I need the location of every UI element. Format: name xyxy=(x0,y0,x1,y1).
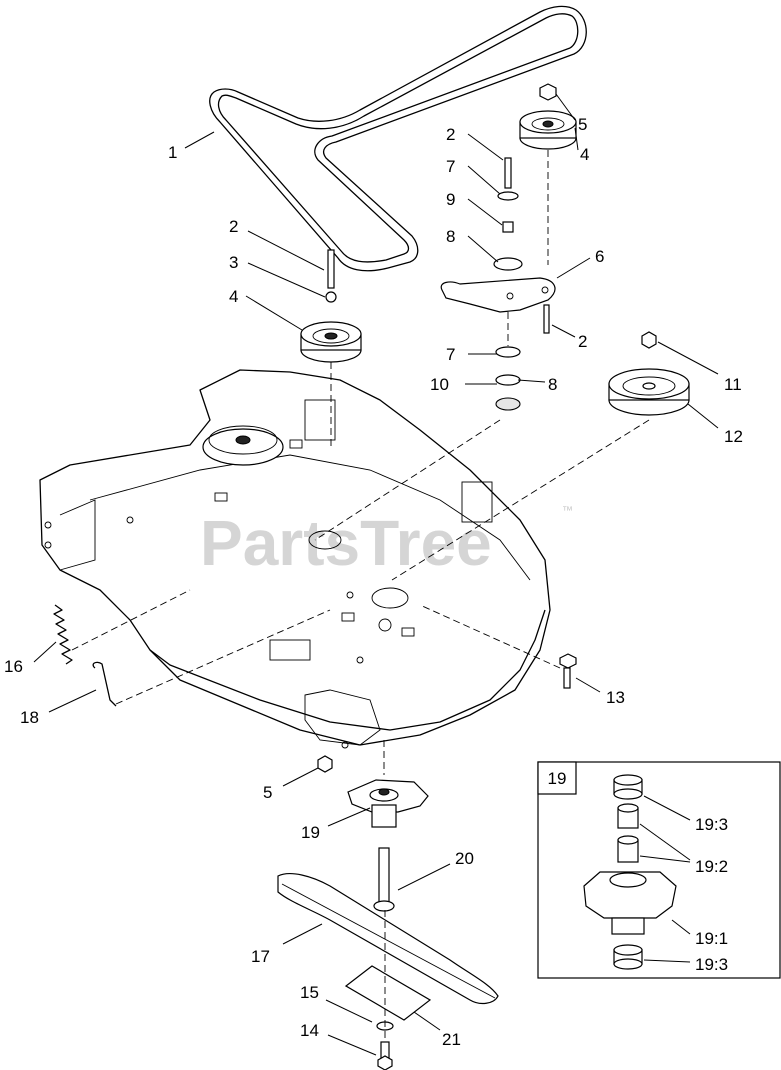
callout-2-top: 2 xyxy=(446,125,455,144)
callout-19-3-top: 19:3 xyxy=(695,815,728,834)
callout-10: 10 xyxy=(430,375,449,394)
drive-belt xyxy=(209,5,587,272)
idler-pulley-left xyxy=(300,249,362,450)
callout-5-top: 5 xyxy=(578,115,587,134)
callout-3: 3 xyxy=(229,253,238,272)
spindle-shaft xyxy=(373,847,395,912)
callout-13: 13 xyxy=(606,688,625,707)
watermark-trademark: ™ xyxy=(562,505,573,517)
watermark: PartsTree ™ xyxy=(200,505,573,579)
callout-19-3-bottom: 19:3 xyxy=(695,955,728,974)
idler-arm-assembly xyxy=(314,157,556,541)
callout-9: 9 xyxy=(446,190,455,209)
inset-label: 19 xyxy=(548,769,567,788)
mower-blade xyxy=(277,873,499,1005)
bolt-13 xyxy=(419,604,577,689)
callout-14: 14 xyxy=(300,1021,319,1040)
nut-lower xyxy=(317,755,333,773)
callout-2-right: 2 xyxy=(578,332,587,351)
inset-19: 19 xyxy=(537,761,781,979)
callout-4-right: 4 xyxy=(580,145,589,164)
callout-7-top: 7 xyxy=(446,157,455,176)
callout-15: 15 xyxy=(300,983,319,1002)
callout-17: 17 xyxy=(251,947,270,966)
watermark-text: PartsTree xyxy=(200,507,492,579)
callout-12: 12 xyxy=(724,427,743,446)
idler-pulley-right xyxy=(519,83,577,265)
spring xyxy=(53,589,191,665)
callout-20: 20 xyxy=(455,849,474,868)
spindle-assembly xyxy=(347,740,429,828)
callout-19: 19 xyxy=(301,823,320,842)
spring-hook xyxy=(92,609,331,707)
leader-lines xyxy=(33,93,719,1056)
mower-deck xyxy=(39,369,551,749)
callout-19-1: 19:1 xyxy=(695,929,728,948)
callout-21: 21 xyxy=(442,1030,461,1049)
callout-7-lower: 7 xyxy=(446,345,455,364)
callout-5-lower: 5 xyxy=(263,783,272,802)
callout-11: 11 xyxy=(724,375,742,394)
callout-18: 18 xyxy=(20,708,39,727)
callout-labels: 1 2 3 4 2 7 9 8 5 4 6 2 7 10 8 11 12 13 … xyxy=(4,115,743,1049)
callout-16: 16 xyxy=(4,657,23,676)
callout-8-top: 8 xyxy=(446,227,455,246)
callout-8-lower: 8 xyxy=(548,375,557,394)
callout-2-left: 2 xyxy=(229,217,238,236)
callout-4-left: 4 xyxy=(229,287,238,306)
callout-6: 6 xyxy=(595,247,604,266)
drive-pulley xyxy=(391,331,690,581)
blade-plate xyxy=(344,910,432,1070)
callout-19-2: 19:2 xyxy=(695,857,728,876)
callout-1: 1 xyxy=(168,143,177,162)
